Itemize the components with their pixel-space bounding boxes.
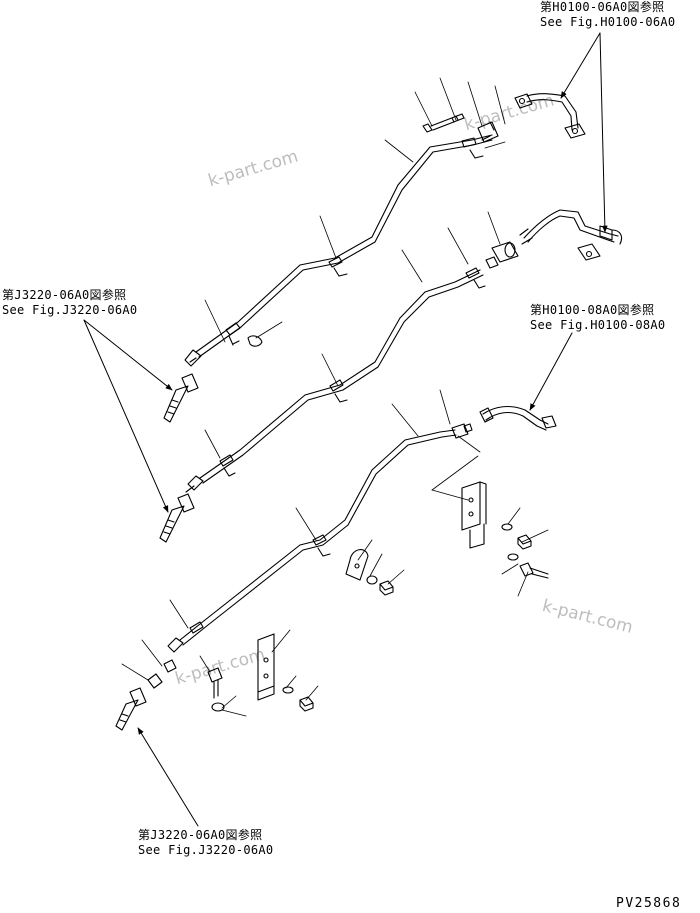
reference-arrows (83, 32, 608, 827)
washer-lower (211, 702, 225, 712)
pipe-3 (167, 429, 457, 653)
washer-right (501, 523, 519, 561)
hose-end-middle (159, 493, 195, 543)
washer-lower-right (282, 686, 294, 694)
bolt-right (519, 562, 549, 579)
fitting-lower-left (147, 659, 177, 689)
coupling (485, 241, 519, 269)
hose-end-lower (115, 687, 147, 731)
reference-label-h0100-08a0: 第H0100-08A0図参照 See Fig.H0100-08A0 (530, 303, 666, 332)
document-number: PV25868 (616, 896, 682, 911)
pipe-2 (185, 267, 486, 493)
pipe-1 (184, 121, 499, 367)
reference-label-j3220-06a0-lower: 第J3220-06A0図参照 See Fig.J3220-06A0 (138, 828, 274, 857)
bolt-top (422, 113, 465, 133)
washer-middle (366, 575, 378, 585)
bracket-lower (257, 633, 275, 701)
nut-middle (379, 580, 394, 596)
leader-lines (121, 77, 549, 717)
bracket-right (461, 481, 487, 549)
reference-label-j3220-06a0-upper: 第J3220-06A0図参照 See Fig.J3220-06A0 (2, 288, 138, 317)
nut-right (517, 534, 532, 550)
top-block-part (514, 93, 533, 109)
tube-right-elbow (519, 209, 623, 261)
fitting-pipe3-top (451, 423, 473, 439)
small-grommet (247, 335, 263, 347)
tube-top-right (526, 93, 586, 139)
bolt-lower (207, 667, 223, 699)
hose-end-upper (163, 373, 199, 423)
tube-h0100-08a0 (479, 405, 557, 431)
nut-lower-right (299, 696, 314, 712)
clamp-middle (345, 549, 369, 581)
reference-label-h0100-06a0: 第H0100-06A0図参照 See Fig.H0100-06A0 (540, 0, 676, 29)
